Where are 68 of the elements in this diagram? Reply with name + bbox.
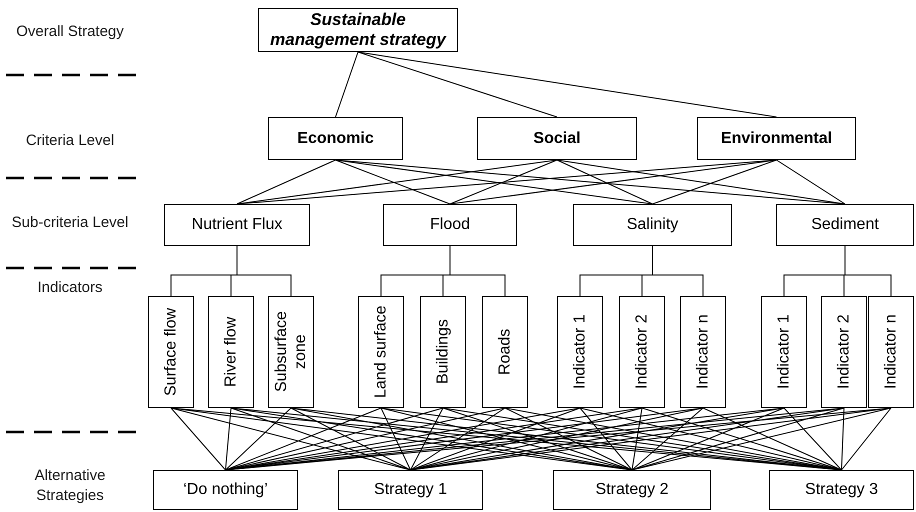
sub-criterion-box: Nutrient Flux [164, 204, 310, 246]
sub-criterion-box: Flood [383, 204, 517, 246]
indicator-box: Indicator 1 [557, 296, 603, 408]
level-label: Sub-criteria Level [10, 213, 130, 232]
strategy-box: Strategy 1 [338, 470, 483, 510]
connector-line [841, 408, 892, 470]
connector-line [632, 408, 892, 470]
connector-line [170, 408, 226, 470]
connector-line [844, 246, 892, 296]
level-label: Indicators [36, 278, 104, 298]
connector-line [450, 246, 506, 296]
sub-criterion-box: Sediment [776, 204, 914, 246]
connector-line [841, 408, 844, 470]
connector-line [652, 246, 704, 296]
indicator-box: Subsurface zone [268, 296, 314, 408]
strategy-box: Strategy 3 [769, 470, 914, 510]
criterion-box: Social [477, 117, 637, 160]
connector-line [358, 52, 777, 118]
connector-line [225, 408, 232, 470]
level-label: Criteria Level [24, 131, 116, 150]
connector-line [170, 408, 411, 470]
indicator-box: Roads [482, 296, 528, 408]
connector-line [225, 408, 382, 470]
connector-line [358, 52, 558, 118]
connector-line [225, 408, 444, 470]
connector-line [580, 408, 632, 470]
indicator-box: Indicator n [680, 296, 726, 408]
indicator-box: Land surface [358, 296, 404, 408]
connector-line [784, 408, 842, 470]
strategy-box: ‘Do nothing’ [153, 470, 298, 510]
connector-line [632, 408, 704, 470]
criterion-box: Environmental [697, 117, 856, 160]
indicator-box: Buildings [420, 296, 466, 408]
sub-criterion-box: Salinity [573, 204, 732, 246]
connector-line [410, 408, 444, 470]
connector-line [450, 160, 558, 204]
indicator-box: River flow [208, 296, 254, 408]
connector-line [652, 160, 777, 204]
connector-line [290, 408, 411, 470]
indicator-box: Indicator n [868, 296, 914, 408]
connector-line [504, 408, 632, 470]
connector-line [236, 160, 558, 204]
connector-line [410, 408, 506, 470]
connector-line [776, 160, 846, 204]
connector-line [410, 408, 580, 470]
indicator-box: Indicator 2 [821, 296, 867, 408]
connector-line [380, 408, 411, 470]
connector-line [230, 408, 411, 470]
goal-box: Sustainable management strategy [258, 8, 458, 52]
connector-line [632, 408, 784, 470]
connector-line [450, 160, 777, 204]
connector-line [335, 52, 358, 118]
connector-line [236, 160, 336, 204]
connector-line [335, 160, 653, 204]
indicator-box: Indicator 2 [619, 296, 665, 408]
connector-line [632, 408, 642, 470]
criterion-box: Economic [268, 117, 403, 160]
connector-line [225, 408, 292, 470]
indicator-box: Surface flow [148, 296, 194, 408]
level-label: Alternative Strategies [34, 466, 106, 505]
indicator-box: Indicator 1 [761, 296, 807, 408]
connector-line [236, 246, 292, 296]
connector-line [556, 160, 653, 204]
level-label: Overall Strategy [15, 22, 125, 42]
strategy-box: Strategy 2 [553, 470, 711, 510]
connector-line [335, 160, 450, 204]
connector-line [556, 160, 846, 204]
connector-line [702, 408, 842, 470]
